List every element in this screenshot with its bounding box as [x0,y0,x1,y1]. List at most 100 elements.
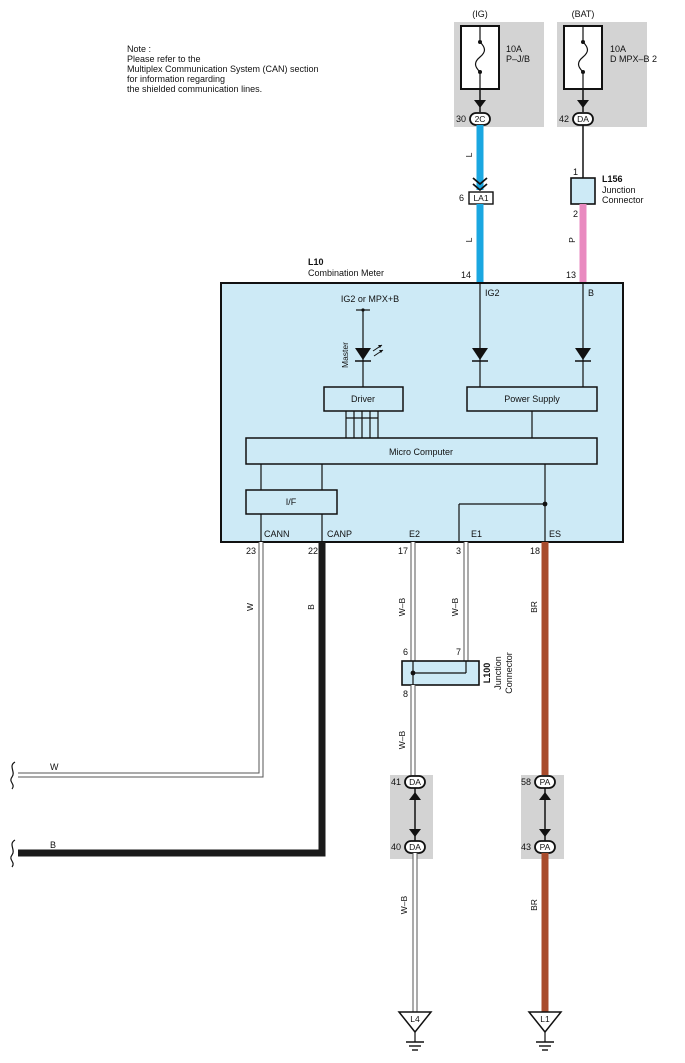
diode-icon [472,348,488,360]
connector-pa-top-label: PA [540,777,551,787]
wire-label-b-left: B [50,840,56,850]
wire-label-l: L [464,152,474,157]
l156-pin-top: 1 [573,167,578,177]
connector-la1-label: LA1 [473,193,488,203]
supply-label: IG2 or MPX+B [341,294,399,304]
ig-header: (IG) [472,9,488,19]
wire-label-br: BR [529,601,539,613]
connector-da-bat-label: DA [577,114,589,124]
fuse-terminal-icon [581,40,585,44]
pin-18: 18 [530,546,540,556]
micro-computer-block [245,437,598,465]
pin-43: 43 [521,842,531,852]
l100-pin8: 8 [403,689,408,699]
note-line: for information regarding [127,74,225,84]
fuse-terminal-icon [478,70,482,74]
wire-label-wb: W–B [399,895,409,914]
pin-40: 40 [391,842,401,852]
pin-58: 58 [521,777,531,787]
bat-header: (BAT) [572,9,595,19]
power-supply-block [466,386,598,412]
wire-label-b: B [306,604,316,610]
ground-l4-label: L4 [410,1014,420,1024]
wire-label-w: W [245,603,255,611]
ground-point-icon [397,1011,433,1034]
bat-fuse-rating: 10A [610,44,626,54]
terminal-ig2: IG2 [485,288,500,298]
if-block [245,489,338,515]
fuse-terminal-icon [581,70,585,74]
pin-22: 22 [308,546,318,556]
break-mark-icon [10,839,16,868]
wire-label-l: L [464,237,474,242]
pin-23: 23 [246,546,256,556]
connector-da-bottom-label: DA [409,842,421,852]
l156-desc1: Junction [602,185,636,195]
wire-label-br: BR [529,899,539,911]
terminal-e1: E1 [471,529,482,539]
l156-desc2: Connector [602,195,644,205]
junction-connector-l156 [570,177,596,205]
arrow-up-icon [409,792,421,800]
driver-block [323,386,404,412]
wire-label-p: P [567,237,577,243]
l100-pin6: 6 [403,647,408,657]
connector-da-top-label: DA [409,777,421,787]
connector-chevron-icon [472,183,488,192]
junction-dot [542,501,548,507]
wire-label-w-left: W [50,762,59,772]
note-line: Multiplex Communication System (CAN) sec… [127,64,319,74]
terminal-b: B [588,288,594,298]
l156-pin-bottom: 2 [573,209,578,219]
fuse-symbol-icon [474,41,486,73]
fuse-terminal-icon [478,40,482,44]
fuse-ig [460,25,500,90]
arrow-down-icon [409,829,421,837]
meter-name: Combination Meter [308,268,384,278]
fuse-symbol-icon [577,41,589,73]
master-label: Master [340,342,350,368]
wire-label-wb: W–B [397,730,407,749]
note: Note : Please refer to the Multiplex Com… [127,44,319,94]
l100-pin7: 7 [456,647,461,657]
wire-w [18,542,264,778]
terminal-es: ES [549,529,561,539]
connector-pa-bottom-label: PA [540,842,551,852]
note-line: Please refer to the [127,54,201,64]
wire-label-wb: W–B [397,597,407,616]
if-label: I/F [286,497,297,507]
pin-42: 42 [559,114,569,124]
meter-id: L10 [308,257,324,267]
arrow-down-icon [577,100,589,108]
l156-id: L156 [602,174,623,184]
ground-l1 [527,1011,563,1051]
bat-fuse-name: D MPX–B 2 [610,54,657,64]
ground-l4 [397,1011,433,1051]
terminal-e2: E2 [409,529,420,539]
fuse-bat [563,25,603,90]
wire-b [18,542,326,857]
break-mark-icon [10,761,16,790]
terminal-cann: CANN [264,529,290,539]
ig-fuse-name: P–J/B [506,54,530,64]
pin-13: 13 [566,270,576,280]
arrow-up-icon [539,792,551,800]
pin-14: 14 [461,270,471,280]
pin-la1: 6 [459,193,464,203]
driver-label: Driver [351,394,375,404]
pin-41: 41 [391,777,401,787]
power-supply-label: Power Supply [504,394,560,404]
junction-dot [410,670,416,676]
arrow-down-icon [474,100,486,108]
arrow-down-icon [539,829,551,837]
pin-17: 17 [398,546,408,556]
ig-fuse-rating: 10A [506,44,522,54]
wire-label-wb: W–B [450,597,460,616]
ground-point-icon [527,1011,563,1034]
pin-3: 3 [456,546,461,556]
l100-desc2: Connector [504,652,514,694]
connector-2c-label: 2C [475,114,486,124]
note-line: Note : [127,44,151,54]
note-line: the shielded communication lines. [127,84,262,94]
